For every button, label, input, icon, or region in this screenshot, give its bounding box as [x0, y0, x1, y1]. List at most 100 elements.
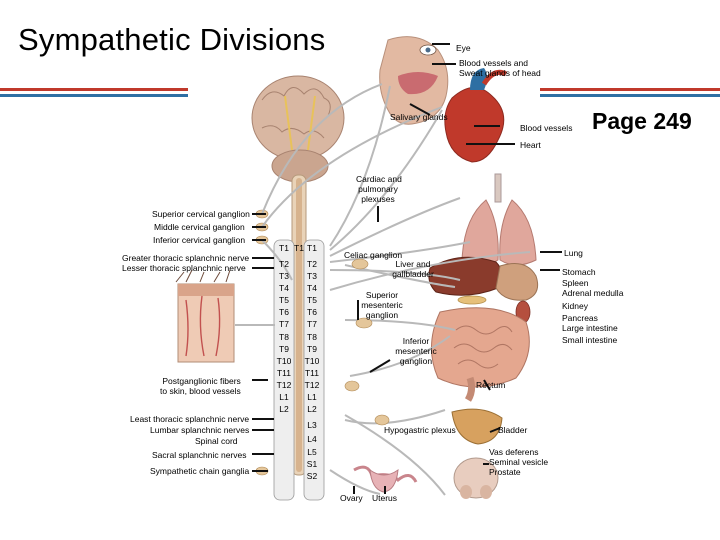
label-cardiac-line2: pulmonary [358, 184, 398, 194]
label-lesser-thoracic-splanchnic: Lesser thoracic splanchnic nerve [122, 263, 246, 273]
label-cardiac-line3: plexuses [361, 194, 395, 204]
label-sacral-splanchnic: Sacral splanchnic nerves [152, 450, 247, 460]
label-inf-mes-line2: mesenteric [395, 346, 437, 356]
label-cardiac-line1: Cardiac and [356, 174, 402, 184]
vertebra-right-label: T10 [304, 356, 320, 366]
label-sympathetic-chain-ganglia: Sympathetic chain ganglia [150, 466, 250, 476]
label-eye: Eye [456, 43, 471, 53]
vertebra-right-label: L5 [307, 447, 317, 457]
ganglia-nodes [344, 258, 390, 426]
label-blood-vessels: Blood vessels [520, 123, 573, 133]
vertebra-left-label: T6 [279, 307, 289, 317]
label-sup-mes-line2: mesenteric [361, 300, 403, 310]
uterus-illustration [353, 465, 418, 493]
vertebra-right-label: T3 [307, 271, 317, 281]
label-kidney: Kidney [562, 301, 588, 311]
vertebra-right-label: T8 [307, 332, 317, 342]
page-number: Page 249 [592, 108, 692, 134]
label-superior-cervical-ganglion: Superior cervical ganglion [152, 209, 250, 219]
vertebra-right-label: S2 [306, 471, 318, 481]
heart-illustration [444, 68, 508, 163]
head-illustration [379, 36, 449, 125]
vertebra-left-label: T11 [276, 368, 292, 378]
leader-lines [252, 43, 562, 494]
vertebra-right-label: T4 [307, 283, 317, 293]
abdominal-organs-illustration [428, 256, 539, 324]
label-blood-vessels-head-line1: Blood vessels and [459, 58, 528, 68]
vertebra-right-label: L3 [307, 420, 317, 430]
vertebra-left-label: T8 [279, 332, 289, 342]
vertebra-right-label: S1 [306, 459, 318, 469]
label-ovary: Ovary [340, 493, 363, 503]
brain-illustration [251, 75, 345, 183]
vertebra-left-label: T2 [279, 259, 289, 269]
label-blood-vessels-head-line2: Sweat glands of head [459, 68, 541, 78]
label-salivary-glands: Salivary glands [390, 112, 448, 122]
skin-illustration [175, 269, 235, 363]
label-heart: Heart [520, 140, 541, 150]
vertebra-right-label: T2 [307, 259, 317, 269]
nerve-pathways [234, 83, 531, 496]
vertebra-right-label: T6 [307, 307, 317, 317]
label-uterus: Uterus [372, 493, 398, 503]
label-liver-line2: gallbladder [392, 269, 434, 279]
vertebra-right-label: L2 [307, 404, 317, 414]
vertebra-right-label: T1 [307, 243, 317, 253]
label-cardiac-pulmonary-plexuses: Cardiac and pulmonary plexuses [356, 174, 402, 204]
label-hypogastric-plexus: Hypogastric plexus [384, 425, 456, 435]
label-inf-mes-line3: ganglion [399, 356, 433, 366]
divider-stripe-right-blue [540, 94, 720, 97]
vertebra-right-label: T11 [304, 368, 320, 378]
vertebra-right-label: L1 [307, 392, 317, 402]
label-stomach: Stomach [562, 267, 596, 277]
label-sup-mes-line3: ganglion [365, 310, 399, 320]
label-vas-deferens: Vas deferens [489, 447, 539, 457]
vertebra-right-label: T5 [307, 295, 317, 305]
label-postganglionic-line1: Postganglionic fibers [162, 376, 241, 386]
vertebra-left-label: T5 [279, 295, 289, 305]
vertebra-left-label: L2 [279, 404, 289, 414]
vertebra-right-label: L4 [307, 434, 317, 444]
vertebra-left-label: T9 [279, 344, 289, 354]
vertebra-left-label: T7 [279, 319, 289, 329]
divider-stripe-right-red [540, 88, 720, 91]
vertebra-right-label: T12 [304, 380, 320, 390]
spinal-cord-illustration [291, 174, 307, 476]
label-prostate: Prostate [489, 467, 521, 477]
label-blood-vessels-head: Blood vessels and Sweat glands of head [459, 58, 541, 78]
label-liver-gallbladder: Liver and gallbladder [386, 259, 440, 279]
label-superior-mesenteric-ganglion: Superior mesenteric ganglion [360, 290, 404, 320]
label-rectum: Rectum [476, 380, 506, 390]
label-lumbar-splanchnic: Lumbar splanchnic nerves [150, 425, 250, 435]
label-bladder: Bladder [498, 425, 528, 435]
slide-title: Sympathetic Divisions [18, 22, 326, 57]
sympathetic-chain [273, 239, 325, 501]
label-celiac-ganglion: Celiac ganglion [344, 250, 403, 260]
label-large-intestine: Large intestine [562, 323, 618, 333]
label-inf-mes-line1: Inferior [402, 336, 430, 346]
vertebra-top-extra-label: T1 [294, 243, 304, 253]
label-seminal-vesicle: Seminal vesicle [489, 457, 549, 467]
divider-stripe-left-red [0, 88, 188, 91]
label-sup-mes-line1: Superior [365, 290, 399, 300]
label-postganglionic-fibers: Postganglionic fibers to skin, blood ves… [160, 376, 241, 396]
label-middle-cervical-ganglion: Middle cervical ganglion [154, 222, 245, 232]
label-small-intestine: Small intestine [562, 335, 618, 345]
chain-ganglia [255, 209, 269, 476]
intestines-illustration [430, 307, 530, 402]
vertebra-left-label: T4 [279, 283, 289, 293]
vertebra-left-label: T1 [279, 243, 289, 253]
bladder-illustration [451, 408, 503, 499]
label-spinal-cord: Spinal cord [195, 436, 238, 446]
vertebra-left-label: T12 [276, 380, 292, 390]
label-spleen: Spleen [562, 278, 589, 288]
vertebra-left-label: T10 [276, 356, 292, 366]
lungs-illustration [461, 173, 537, 266]
label-inferior-mesenteric-ganglion: Inferior mesenteric ganglion [392, 336, 440, 366]
vertebra-left-label: L1 [279, 392, 289, 402]
vertebra-right-label: T7 [307, 319, 317, 329]
label-inferior-cervical-ganglion: Inferior cervical ganglion [153, 235, 246, 245]
label-liver-line1: Liver and [395, 259, 431, 269]
label-least-thoracic-splanchnic: Least thoracic splanchnic nerve [130, 414, 250, 424]
